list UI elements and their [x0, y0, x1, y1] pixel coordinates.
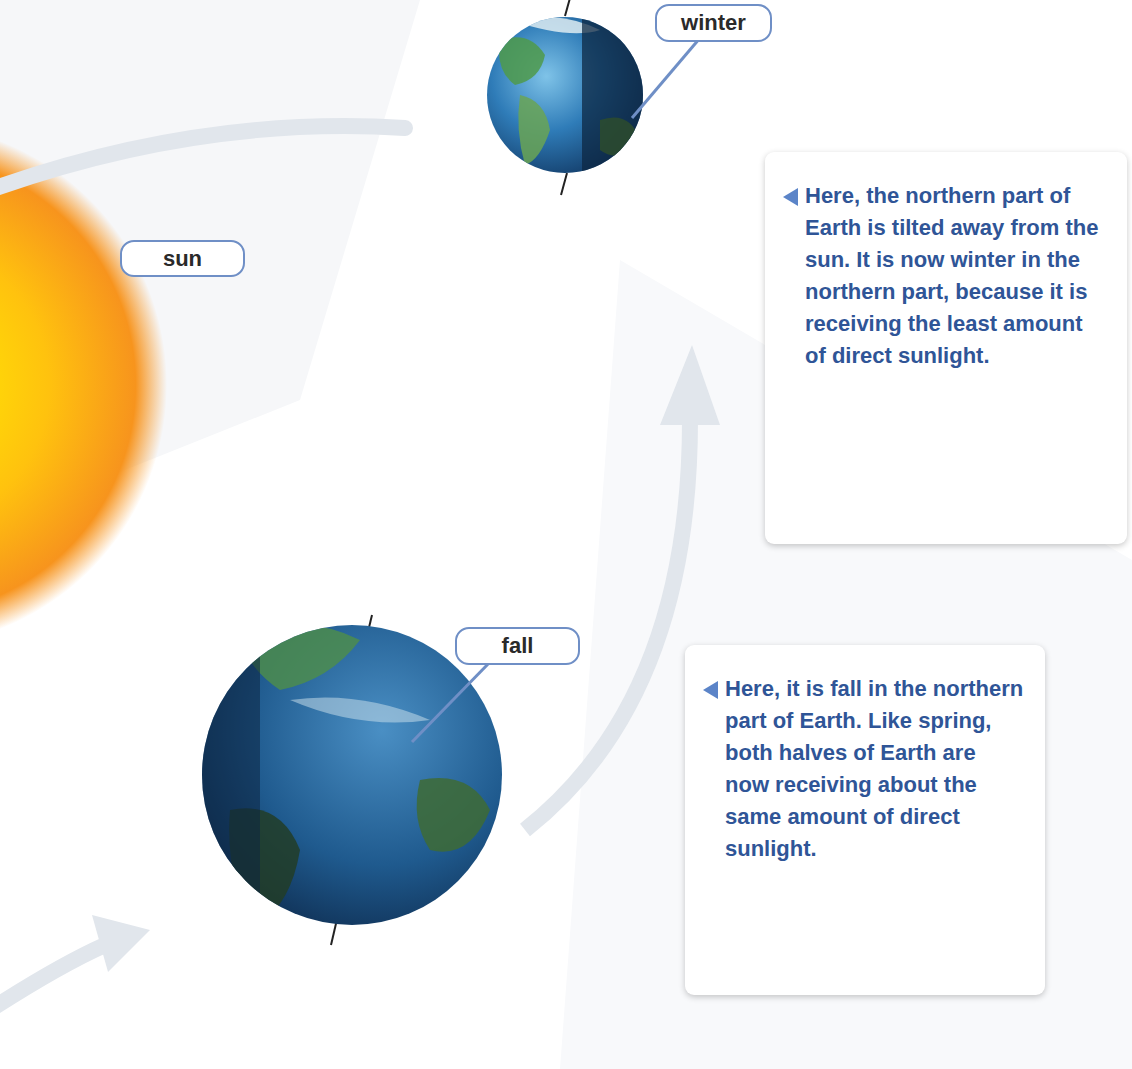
sun-label: sun [120, 240, 245, 277]
season-label: fall [455, 627, 580, 665]
callout-text: Here, the northern part of Earth is tilt… [805, 180, 1105, 372]
callout-box: Here, the northern part of Earth is tilt… [765, 152, 1127, 544]
leader-line [632, 38, 700, 118]
leader-line [412, 662, 490, 742]
sun-disc [0, 123, 167, 647]
season-label: winter [655, 4, 772, 42]
label-text: sun [163, 246, 202, 272]
label-text: winter [681, 10, 746, 36]
label-text: fall [502, 633, 534, 659]
pointer-triangle [703, 681, 718, 699]
callout-text: Here, it is fall in the northern part of… [725, 673, 1025, 865]
pointer-triangle [783, 188, 798, 206]
callout-box: Here, it is fall in the northern part of… [685, 645, 1045, 995]
